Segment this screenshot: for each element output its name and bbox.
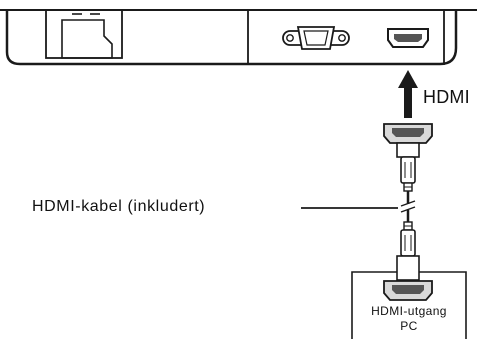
hdmi-port-icon bbox=[387, 28, 429, 48]
pc-output-label: HDMI-utgang bbox=[371, 304, 447, 318]
hdmi-connector-top bbox=[383, 123, 433, 192]
monitor-rear-panel bbox=[0, 9, 477, 66]
hdmi-cable-label: HDMI-kabel (inkludert) bbox=[32, 198, 206, 215]
pc-label: PC bbox=[400, 319, 418, 333]
hdmi-port-label: HDMI bbox=[423, 87, 470, 107]
up-arrow-icon bbox=[398, 70, 418, 118]
vga-port-icon bbox=[282, 26, 350, 50]
hdmi-cable bbox=[400, 191, 416, 222]
hdmi-connector-bottom bbox=[383, 221, 433, 301]
